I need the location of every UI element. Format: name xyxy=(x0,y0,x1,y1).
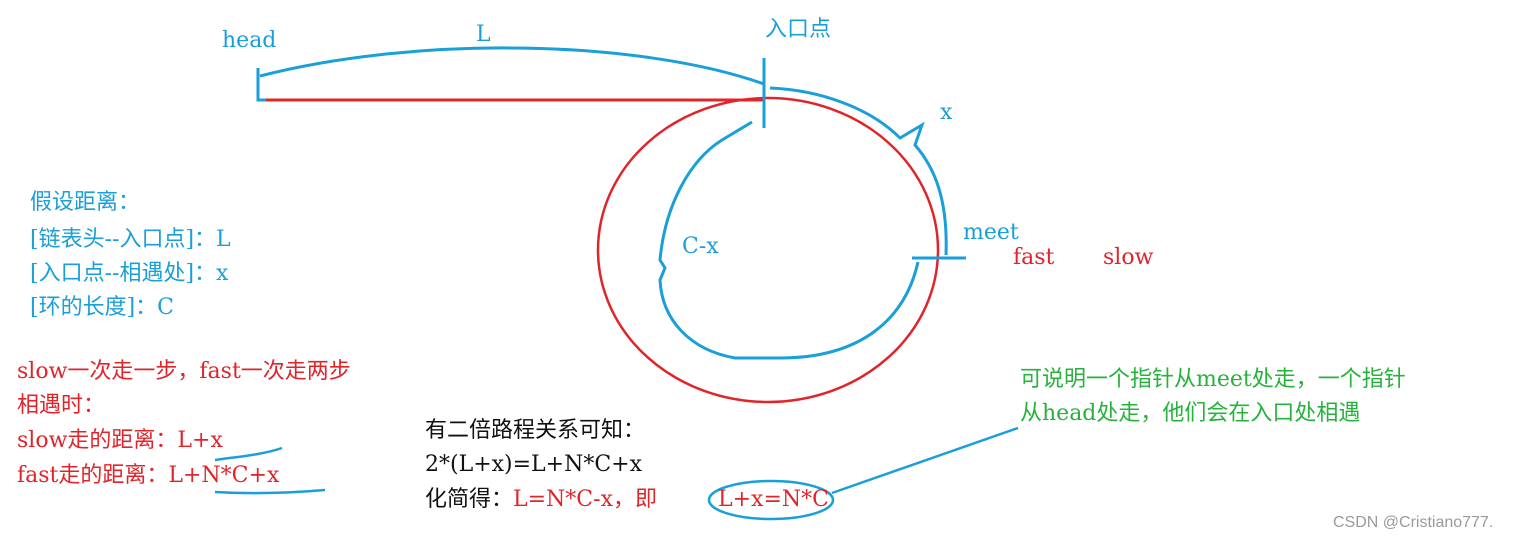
x-arc xyxy=(769,86,948,256)
fast-value-underline xyxy=(214,488,326,495)
steps-line-1: slow一次走一步，fast一次走两步 xyxy=(17,359,351,384)
derivation-line-3: 化简得：L=N*C-x，即 xyxy=(425,487,657,513)
slow-distance-prefix: slow走的距离： xyxy=(17,428,178,453)
assume-title: 假设距离： xyxy=(30,190,141,215)
fast-label: fast xyxy=(1013,245,1055,270)
circled-result-outline xyxy=(707,479,835,521)
assume-line-3: [环的长度]：C xyxy=(30,295,174,320)
assume-line-2: [入口点--相遇处]：x xyxy=(30,261,229,286)
l-brace-arc xyxy=(259,46,765,86)
steps-line-2: 相遇时： xyxy=(17,393,106,418)
conclusion-line-1: 可说明一个指针从meet处走，一个指针 xyxy=(1020,367,1406,392)
circled-result: L+x=N*C xyxy=(718,487,829,512)
meet-label: meet xyxy=(963,220,1019,245)
conclusion-line-2: 从head处走，他们会在入口处相遇 xyxy=(1020,401,1361,426)
head-label: head xyxy=(222,28,277,53)
derivation-equation: L=N*C-x，即 xyxy=(513,487,657,512)
slow-distance: slow走的距离：L+x xyxy=(17,428,223,454)
cx-label: C-x xyxy=(682,234,719,259)
ring xyxy=(596,96,940,404)
slow-label: slow xyxy=(1103,245,1154,270)
x-label: x xyxy=(940,100,953,125)
slow-value-underline xyxy=(214,446,283,462)
assume-line-1: [链表头--入口点]：L xyxy=(30,227,231,252)
watermark: CSDN @Cristiano777. xyxy=(1333,514,1494,531)
slow-distance-value: L+x xyxy=(177,428,223,453)
l-label: L xyxy=(476,22,491,47)
fast-distance-value: L+N*C+x xyxy=(168,463,280,488)
fast-distance: fast走的距离：L+N*C+x xyxy=(17,463,279,489)
derivation-line-1: 有二倍路程关系可知： xyxy=(425,418,646,443)
entry-label: 入口点 xyxy=(765,17,832,42)
head-tick xyxy=(256,68,266,102)
derivation-prefix: 化简得： xyxy=(425,487,514,512)
derivation-line-2: 2*(L+x)=L+N*C+x xyxy=(425,452,643,477)
conclusion-connector xyxy=(831,426,1019,495)
cx-arc xyxy=(658,120,920,360)
fast-distance-prefix: fast走的距离： xyxy=(17,463,169,488)
